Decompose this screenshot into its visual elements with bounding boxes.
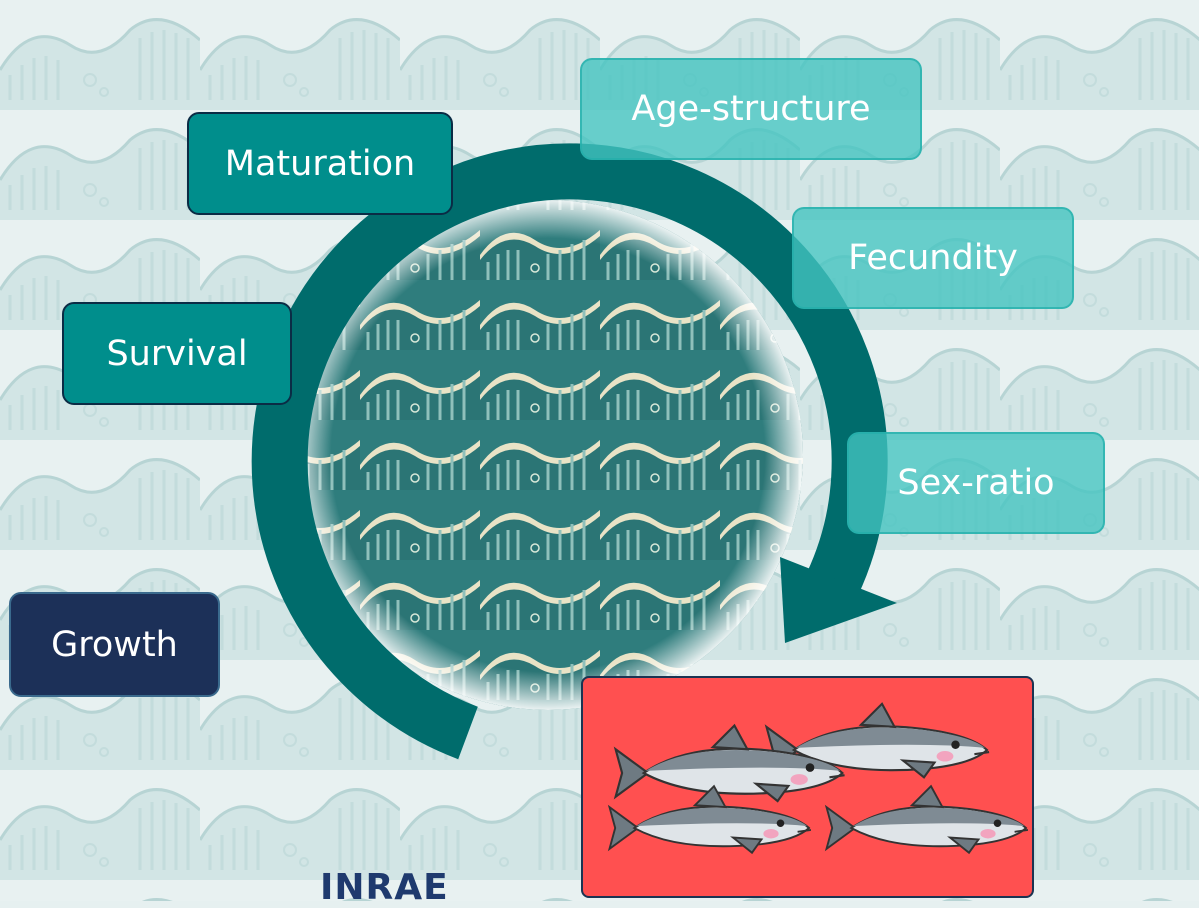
sex-ratio-box: Sex-ratio	[847, 432, 1105, 534]
salmon-4	[827, 786, 1028, 853]
salmon-2	[616, 725, 845, 801]
growth-label: Growth	[51, 625, 178, 665]
survival-label: Survival	[106, 334, 247, 374]
sex-ratio-label: Sex-ratio	[897, 463, 1054, 503]
salmon-population-panel	[581, 676, 1034, 898]
survival-box: Survival	[62, 302, 292, 405]
age-structure-label: Age-structure	[631, 89, 870, 129]
age-structure-box: Age-structure	[580, 58, 922, 160]
fecundity-label: Fecundity	[848, 238, 1018, 278]
maturation-box: Maturation	[187, 112, 453, 215]
fecundity-box: Fecundity	[792, 207, 1074, 309]
salmon-group-illustration	[583, 678, 1034, 898]
growth-box: Growth	[9, 592, 220, 697]
maturation-label: Maturation	[225, 144, 415, 184]
inrae-logo: INRAE	[320, 868, 449, 908]
